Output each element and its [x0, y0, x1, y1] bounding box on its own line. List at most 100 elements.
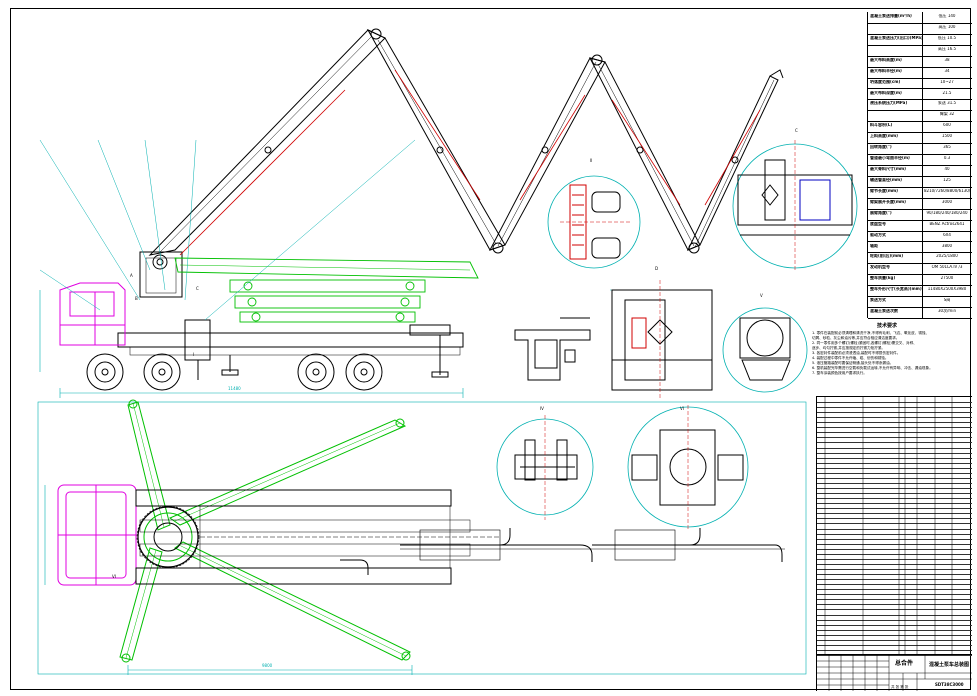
svg-text:C: C — [795, 128, 798, 133]
bom-row — [817, 630, 972, 636]
param-key: 整车外形尺寸(长宽高)(mm) — [870, 287, 922, 292]
part-label: 总合件 — [895, 660, 914, 667]
boom-side-view — [139, 28, 784, 298]
plan-length-text: 9800 — [262, 663, 273, 668]
bom-row — [817, 503, 972, 510]
param-value: 8210/7260/8800/6130/5550 — [924, 188, 970, 193]
param-row: 坍落度范围(cm)10~27 — [868, 77, 972, 90]
outrigger-legs-plan — [119, 399, 411, 663]
param-key: 回转角度(°) — [870, 145, 892, 150]
svg-text:VI: VI — [112, 574, 116, 579]
detail-view-a — [732, 140, 858, 270]
param-value: 10~27 — [940, 79, 954, 84]
detail-view-f — [627, 405, 749, 530]
param-row: 展臂角度(°) 90/180/240/180/240 — [868, 208, 972, 221]
param-divider — [922, 208, 923, 220]
param-key: 轴距 — [870, 243, 878, 248]
param-divider — [922, 66, 923, 78]
param-divider — [922, 121, 923, 133]
param-row: 轮距(前/后)(mm)2025/1800 — [868, 252, 972, 265]
bom-row — [817, 544, 972, 550]
param-divider — [922, 132, 923, 144]
bom-row — [817, 599, 972, 606]
param-value: 40 — [944, 167, 950, 171]
truck-cab-side — [59, 282, 126, 346]
param-row: 高压 16.5 — [868, 44, 972, 57]
turntable-plan — [136, 505, 200, 569]
note-line: 切屑、砂粒、灰尘和油污等,并应符合相应清洁度要求。 — [812, 336, 900, 340]
bom-row — [817, 635, 972, 641]
bom-row — [817, 640, 972, 646]
param-value: 30次/min — [938, 309, 956, 314]
param-row: 臂架展开长度(mm)3000 — [868, 197, 972, 210]
param-row: 臂架 32 — [868, 110, 972, 123]
drawing-code: SDT38C3000 — [935, 682, 964, 687]
param-divider — [922, 186, 923, 198]
bom-row — [817, 564, 972, 570]
note-line: 7. 整车涂装颜色按用户要求执行。 — [812, 371, 867, 375]
param-key: 展臂角度(°) — [870, 210, 892, 215]
param-key: 混凝土泵送排量(m³/h) — [870, 14, 912, 18]
param-value: 90/180/240/180/240 — [926, 210, 968, 215]
bom-row — [817, 569, 972, 576]
svg-text:D: D — [655, 266, 658, 271]
bom-row — [817, 549, 972, 555]
bom-row — [817, 513, 972, 520]
bom-row — [817, 625, 972, 631]
param-key: 料斗容积(L) — [870, 123, 893, 128]
truck-wheels — [86, 353, 383, 391]
svg-text:IV: IV — [540, 406, 544, 411]
bom-row — [817, 508, 972, 515]
param-key: 管道最小弯曲半径(m) — [870, 156, 910, 161]
param-key: 最大布料半径(m) — [870, 68, 902, 73]
param-value: 21.5 — [942, 90, 952, 95]
param-divider — [922, 33, 923, 45]
view-markers: A B C I II C D V IV VI VI — [112, 128, 798, 579]
param-row: 上料高度(mm)1500 — [868, 132, 972, 145]
param-value: 11480X2500X3980 — [927, 287, 967, 292]
bom-row — [817, 453, 972, 459]
param-key: 混凝土泵送压力(出口)(MPa) — [870, 35, 922, 40]
svg-text:B: B — [135, 296, 138, 301]
note-line: 逐步、均匀拧紧,并应按规定的拧紧力矩拧紧。 — [812, 346, 886, 350]
technical-notes: 技术要求 1. 零件在装配前必须清理和清洗干净,不得有毛刺、飞边、氧化皮、锈蚀、… — [812, 322, 962, 392]
param-value: S阀 — [943, 298, 951, 303]
param-key: 驱动方式 — [870, 232, 886, 237]
param-divider — [922, 252, 923, 264]
param-row: 最大布料高度(m)38 — [868, 55, 972, 68]
bom-row — [817, 488, 972, 495]
bom-columns — [824, 397, 953, 655]
param-value: 6X4 — [943, 232, 951, 237]
svg-text:V: V — [760, 293, 763, 298]
param-row: 混凝土泵送压力(出口)(MPa) 低压 10.5 — [868, 33, 972, 46]
param-row: 整车质量(kg)27500 — [868, 274, 972, 287]
callout-leaders — [39, 139, 640, 321]
param-value: OM 501LA.IV /3 — [931, 265, 963, 270]
bom-row — [817, 559, 972, 565]
param-key: 臂架展开长度(mm) — [870, 199, 906, 204]
note-line: 2. 同一零件用多个螺钉(螺栓)紧固时,各螺钉(螺栓)需交叉、对称、 — [812, 341, 917, 345]
note-line: 6. 整机装配完毕需进行空载和负载试运转,不允许有异响、冲击、漏油现象。 — [812, 366, 933, 370]
bom-row — [817, 427, 972, 434]
param-divider — [922, 241, 923, 253]
folded-boom-side — [174, 257, 479, 323]
bom-row — [817, 554, 972, 560]
param-divider — [922, 143, 923, 155]
svg-text:I: I — [193, 352, 194, 357]
param-row: 液压系统压力(MPa)泵送 31.5 — [868, 99, 972, 112]
detail-view-i — [547, 175, 641, 269]
bom-row — [817, 539, 972, 545]
detail-view-c — [514, 317, 591, 381]
param-divider — [922, 22, 923, 34]
bom-row — [817, 402, 972, 409]
bom-row — [817, 473, 972, 479]
param-value: 3800 — [941, 243, 953, 248]
param-value: 泵送 31.5 — [937, 101, 957, 106]
param-value: 臂架 32 — [939, 112, 955, 117]
param-value: 125 — [943, 177, 951, 182]
param-value: 低压 10.5 — [937, 35, 957, 40]
